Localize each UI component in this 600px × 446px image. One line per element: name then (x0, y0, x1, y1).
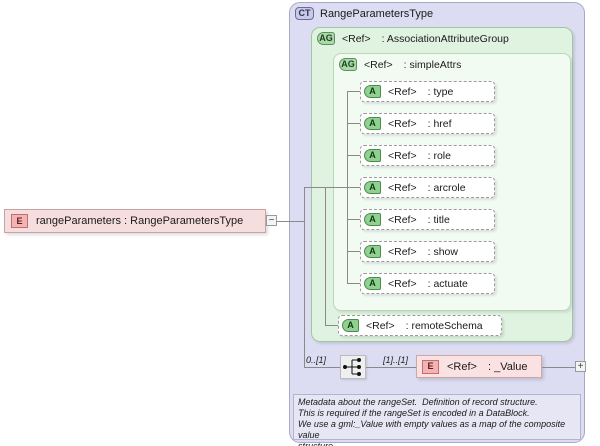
attribute-sep: : (427, 149, 431, 162)
attribute-group-icon: AG (339, 58, 357, 71)
attribute-group-simpleattrs-label: <Ref>: simpleAttrs (364, 59, 461, 71)
tree-branch-simpleattrs (325, 187, 347, 188)
attribute-name: arcrole (433, 181, 466, 194)
tree-branch-attr-title (347, 219, 360, 220)
annotation-box: Metadata about the rangeSet. Definition … (293, 394, 581, 446)
attribute-icon: A (364, 85, 381, 98)
attribute-group-association-sep: : (381, 32, 385, 45)
complex-type-icon: CT (295, 7, 314, 20)
attribute-name: actuate (433, 277, 468, 290)
attribute-icon: A (342, 319, 359, 332)
attribute-row-remote-schema[interactable]: A <Ref>: remoteSchema (338, 315, 502, 336)
attribute-group-association-name: AssociationAttributeGroup (386, 32, 509, 45)
attribute-group-simpleattrs-header[interactable]: AG <Ref>: simpleAttrs (339, 57, 461, 72)
attribute-icon: A (364, 117, 381, 130)
attribute-label-actuate: <Ref>: actuate (388, 278, 468, 290)
attribute-name: role (433, 149, 451, 162)
annotation-line-4: structure. (298, 441, 336, 446)
attribute-icon: A (364, 245, 381, 258)
tree-branch-attr-arcrole (347, 187, 360, 188)
attribute-row-actuate[interactable]: A <Ref>: actuate (360, 273, 495, 294)
tree-branch-sequence (304, 367, 340, 368)
attribute-group-icon: AG (317, 32, 335, 45)
attribute-label-title: <Ref>: title (388, 214, 450, 226)
collapse-toggle-root-element[interactable]: − (266, 215, 277, 226)
element-icon: E (422, 359, 439, 374)
element-value-ref: <Ref> (447, 360, 477, 373)
attribute-sep: : (427, 245, 431, 258)
annotation-line-1: Metadata about the rangeSet. Definition … (298, 397, 538, 407)
attribute-name: type (433, 85, 454, 98)
attribute-label-type: <Ref>: type (388, 86, 453, 98)
attribute-group-association-header[interactable]: AG <Ref>: AssociationAttributeGroup (317, 31, 509, 46)
attribute-label-arcrole: <Ref>: arcrole (388, 182, 466, 194)
attribute-sep: : (405, 319, 409, 332)
attribute-name: remoteSchema (411, 319, 483, 332)
attribute-group-association-ref: <Ref> (342, 32, 371, 45)
tree-branch-value-to-toggle (542, 367, 575, 368)
cardinality-left: 0..[1] (306, 355, 327, 365)
sequence-compositor-icon[interactable] (340, 355, 366, 379)
attribute-ref: <Ref> (388, 213, 417, 226)
attribute-row-role[interactable]: A <Ref>: role (360, 145, 495, 166)
attribute-row-title[interactable]: A <Ref>: title (360, 209, 495, 230)
attribute-icon: A (364, 277, 381, 290)
attribute-row-href[interactable]: A <Ref>: href (360, 113, 495, 134)
tree-branch-attr-href (347, 123, 360, 124)
attribute-sep: : (427, 117, 431, 130)
tree-branch-association-group (304, 187, 325, 188)
attribute-ref: <Ref> (366, 319, 395, 332)
element-value[interactable]: E <Ref>: _Value (416, 355, 542, 378)
attribute-group-association-label: <Ref>: AssociationAttributeGroup (342, 33, 509, 45)
element-icon: E (11, 214, 28, 228)
complex-type-header: CT RangeParametersType (295, 5, 433, 22)
attribute-ref: <Ref> (388, 181, 417, 194)
attribute-row-arcrole[interactable]: A <Ref>: arcrole (360, 177, 495, 198)
attribute-sep: : (427, 85, 431, 98)
root-element-rangeparameters[interactable]: E rangeParameters : RangeParametersType (4, 209, 266, 233)
attribute-label-show: <Ref>: show (388, 246, 458, 258)
tree-branch-attr-role (347, 155, 360, 156)
attribute-icon: A (364, 213, 381, 226)
annotation-line-2: This is required if the rangeSet is enco… (298, 408, 530, 418)
attribute-ref: <Ref> (388, 245, 417, 258)
tree-trunk-association-group (325, 187, 326, 325)
attribute-name: title (433, 213, 450, 226)
tree-branch-remote-schema (325, 325, 338, 326)
attribute-sep: : (427, 277, 431, 290)
element-value-sep: : (487, 360, 492, 373)
tree-branch-sequence-to-value (366, 367, 416, 368)
tree-trunk-complex-type (304, 187, 305, 367)
attribute-label-href: <Ref>: href (388, 118, 452, 130)
attribute-row-type[interactable]: A <Ref>: type (360, 81, 495, 102)
attribute-label-role: <Ref>: role (388, 150, 451, 162)
attribute-name: show (433, 245, 458, 258)
annotation-line-3: We use a gml:_Value with empty values as… (298, 419, 568, 440)
attribute-ref: <Ref> (388, 149, 417, 162)
attribute-label-remote-schema: <Ref>: remoteSchema (366, 320, 483, 332)
attribute-icon: A (364, 149, 381, 162)
attribute-sep: : (427, 213, 431, 226)
root-element-label: rangeParameters : RangeParametersType (36, 215, 244, 227)
tree-branch-attr-actuate (347, 283, 360, 284)
tree-join-root (304, 187, 305, 222)
attribute-name: href (433, 117, 452, 130)
attribute-ref: <Ref> (388, 85, 417, 98)
attribute-group-simpleattrs-sep: : (403, 58, 407, 71)
tree-branch-attr-show (347, 251, 360, 252)
expand-toggle-value-element[interactable]: + (575, 361, 586, 372)
complex-type-title: RangeParametersType (320, 7, 434, 20)
tree-branch-root-to-type (277, 221, 304, 222)
attribute-sep: : (427, 181, 431, 194)
attribute-row-show[interactable]: A <Ref>: show (360, 241, 495, 262)
attribute-ref: <Ref> (388, 277, 417, 290)
tree-branch-attr-type (347, 91, 360, 92)
attribute-group-simpleattrs-ref: <Ref> (364, 58, 393, 71)
attribute-ref: <Ref> (388, 117, 417, 130)
attribute-group-simpleattrs-name: simpleAttrs (409, 58, 462, 71)
attribute-icon: A (364, 181, 381, 194)
cardinality-right: [1]..[1] (383, 355, 409, 365)
element-value-name: _Value (494, 360, 528, 373)
element-value-label: <Ref>: _Value (447, 361, 528, 373)
